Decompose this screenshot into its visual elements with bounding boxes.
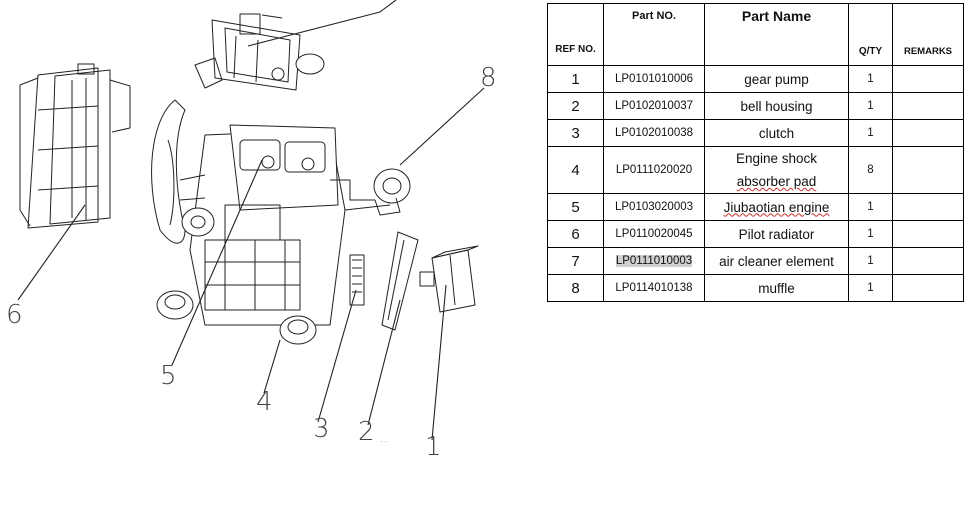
ref-cell: 3 [547,119,604,147]
table-header-row: REF NO. Part NO. Part Name Q/TY REMARKS [547,3,964,66]
part-name-text: Jiubaotian engine [723,199,830,215]
part-name-cell: Jiubaotian engine [704,193,849,221]
header-remarks: REMARKS [892,3,964,66]
ref-cell: 7 [547,247,604,275]
part-name-cell: Pilot radiator [704,220,849,248]
remarks-cell [892,193,964,221]
part-name-cell: air cleaner element [704,247,849,275]
remarks-cell [892,92,964,120]
gear-pump-drawing [419,245,479,313]
radiator-drawing [19,63,131,229]
remarks-cell [892,146,964,194]
muffler-drawing [373,168,411,216]
part-no-cell: LP0111020020 [603,146,705,194]
part-name-cell: Engine shock absorber pad [704,146,849,194]
remarks-cell [892,274,964,302]
parts-list-table: REF NO. Part NO. Part Name Q/TY REMARKS … [547,3,964,302]
qty-cell: 1 [848,274,893,302]
part-no-cell: LP0102010037 [603,92,705,120]
bell-housing-drawing [381,231,419,331]
header-part-no: Part NO. [603,3,705,66]
table-row: 4 LP0111020020 Engine shock absorber pad… [547,146,964,194]
fan-drawing [151,99,186,244]
callout-leader-lines [17,0,485,441]
ref-cell: 2 [547,92,604,120]
qty-cell: 1 [848,220,893,248]
engine-drawing [179,124,391,326]
table-row: 8 LP0114010138 muffle 1 [547,274,964,302]
part-no-cell: LP0103020003 [603,193,705,221]
remarks-cell [892,220,964,248]
stray-dots: .. [380,431,388,445]
callout-8: 8 [480,63,497,93]
part-name-cell: bell housing [704,92,849,120]
ref-cell: 1 [547,65,604,93]
table-row: 6 LP0110020045 Pilot radiator 1 [547,220,964,248]
exploded-parts-diagram: 8 6 5 4 3 2 .. 1 [6,0,497,462]
qty-cell: 1 [848,65,893,93]
ref-cell: 8 [547,274,604,302]
part-name-cell: muffle [704,274,849,302]
part-no-cell: LP0111010003 [603,247,705,275]
qty-cell: 1 [848,193,893,221]
ref-cell: 6 [547,220,604,248]
table-row: 7 LP0111010003 air cleaner element 1 [547,247,964,275]
header-qty: Q/TY [848,3,893,66]
part-name-line-text: absorber pad [736,174,817,189]
ref-cell: 4 [547,146,604,194]
remarks-cell [892,119,964,147]
ref-cell: 5 [547,193,604,221]
callout-3: 3 [313,414,330,444]
table-row: 1 LP0101010006 gear pump 1 [547,65,964,93]
part-name-line: Engine shock [735,151,818,166]
part-no-cell: LP0114010138 [603,274,705,302]
qty-cell: 1 [848,247,893,275]
remarks-cell [892,65,964,93]
qty-cell: 1 [848,92,893,120]
part-no-cell: LP0101010006 [603,65,705,93]
air-cleaner-drawing [194,13,325,91]
part-name-line: absorber pad [705,170,848,193]
shock-pad-drawing [156,290,317,345]
header-ref-no: REF NO. [547,3,604,66]
part-no-highlighted: LP0111010003 [615,255,693,267]
part-no-cell: LP0110020045 [603,220,705,248]
qty-cell: 8 [848,146,893,194]
clutch-drawing [349,254,365,306]
header-part-name: Part Name [704,3,849,66]
table-row: 5 LP0103020003 Jiubaotian engine 1 [547,193,964,221]
callout-6: 6 [6,300,23,330]
callout-2: 2 [358,417,375,447]
callout-4: 4 [256,387,273,417]
callout-1: 1 [425,432,442,462]
callout-5: 5 [160,361,177,391]
part-name-cell: gear pump [704,65,849,93]
part-name-cell: clutch [704,119,849,147]
table-row: 3 LP0102010038 clutch 1 [547,119,964,147]
part-no-cell: LP0102010038 [603,119,705,147]
remarks-cell [892,247,964,275]
table-row: 2 LP0102010037 bell housing 1 [547,92,964,120]
qty-cell: 1 [848,119,893,147]
